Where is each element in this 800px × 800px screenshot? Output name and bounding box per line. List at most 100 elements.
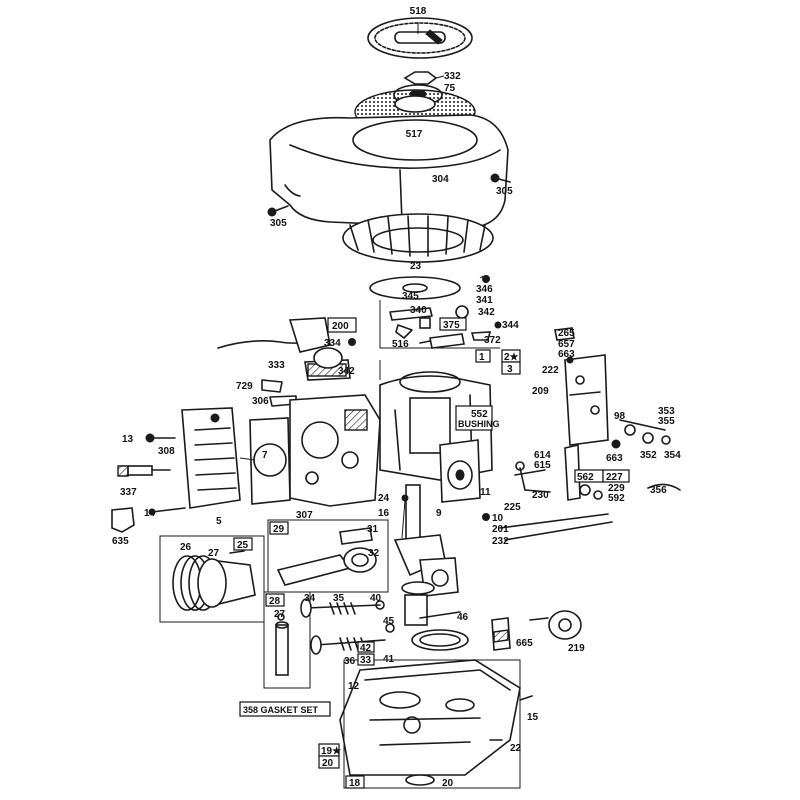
part-label-20: 20 [442,778,454,789]
part-label-23: 23 [410,261,422,272]
part-label-36: 36 [344,656,356,667]
part-label-304: 304 [432,174,449,185]
head-bolt [145,433,176,443]
part-label-41: 41 [383,654,395,665]
part-label-45: 45 [383,616,395,627]
label-box-29 [269,521,289,535]
group-box-29 [267,519,389,593]
part-label-11: 11 [480,487,491,498]
part-label-27: 27 [274,609,286,620]
part-label-24: 24 [378,493,390,504]
housing-screw [490,173,511,183]
part-label-1: 1 [479,352,485,363]
part-label-355: 355 [658,416,675,427]
part-label-200: 200 [332,321,349,332]
part-label-305: 305 [270,218,287,229]
part-label-27: 27 [208,548,220,559]
part-label-663: 663 [558,349,575,360]
engine-sump [339,659,533,786]
part-label-22: 22 [510,743,522,754]
part-label-663: 663 [606,453,623,464]
part-label-307: 307 [296,510,313,521]
part-label-306: 306 [252,396,269,407]
part-label-13: 13 [122,434,134,445]
connecting-rod [276,527,377,586]
spark-plug [117,465,171,477]
group-box-28 [263,591,311,689]
part-label-33: 33 [360,655,372,666]
part-label-19: 19★ [321,746,341,757]
part-label-225: 225 [504,502,521,513]
flywheel [342,213,494,263]
part-label-516: 516 [392,339,409,350]
part-label-333: 333 [268,360,285,371]
part-label-346: 346 [476,284,493,295]
part-label-305: 305 [496,186,513,197]
starter-rope-handle [367,17,473,59]
part-label-615: 615 [534,460,551,471]
part-label-354: 354 [664,450,681,461]
camshaft [401,581,469,651]
part-label-40: 40 [370,593,382,604]
part-label-265: 265 [558,328,575,339]
part-label-35: 35 [333,593,345,604]
leader-lines [239,22,484,539]
part-label-635: 635 [112,536,129,547]
label-box-gasket [239,701,331,717]
part-label-gasket-set: 358 GASKET SET [243,705,319,715]
housing-screw [267,205,289,217]
part-label-552: 552 [471,409,488,420]
part-label-7: 7 [262,450,268,461]
part-label-665: 665 [516,638,533,649]
part-label-98: 98 [614,411,626,422]
part-label-352: 352 [640,450,657,461]
part-label-25: 25 [237,540,249,551]
part-label-15: 15 [527,712,539,723]
piston-assembly [172,550,256,611]
part-label-342: 342 [338,366,355,377]
part-label-517: 517 [406,129,423,140]
part-label-34: 34 [304,593,316,604]
part-label-729: 729 [236,381,253,392]
part-label-28: 28 [269,596,281,607]
flywheel-key-plate [369,275,490,300]
label-box-20 [318,755,340,769]
part-label-209: 209 [532,386,549,397]
part-label-26: 26 [180,542,192,553]
part-label-219: 219 [568,643,585,654]
part-label-344: 344 [502,320,519,331]
part-label-356: 356 [650,485,667,496]
label-box-42 [357,641,375,653]
spark-plug-boot [111,507,135,533]
part-label-14: 14 [144,508,156,519]
part-label-308: 308 [158,446,175,457]
mechanical-governor [491,617,511,651]
part-label-342: 342 [478,307,495,318]
part-label-10: 10 [492,513,504,524]
part-label-20: 20 [322,758,334,769]
label-box-1 [475,349,491,363]
governor-linkage [611,419,671,449]
part-label-227: 227 [606,472,623,483]
part-label-5: 5 [216,516,222,527]
label-box-227 [602,469,630,483]
ignition-armature [217,317,356,381]
label-box-25 [233,537,253,551]
part-label-332: 332 [444,71,461,82]
part-label-3: 3 [507,364,513,375]
blower-housing [269,114,509,229]
oil-slinger [529,610,582,640]
group-box-18 [343,659,521,789]
part-label-353: 353 [658,406,675,417]
part-label-345: 345 [402,291,419,302]
part-label-340: 340 [410,305,427,316]
valves [300,598,395,655]
part-label-372: 372 [484,335,501,346]
part-label-341: 341 [476,295,493,306]
part-label-75: 75 [444,83,456,94]
cylinder-head [181,407,241,509]
part-label-29: 29 [273,524,285,535]
part-label-32: 32 [368,548,380,559]
label-box-200 [327,317,357,333]
